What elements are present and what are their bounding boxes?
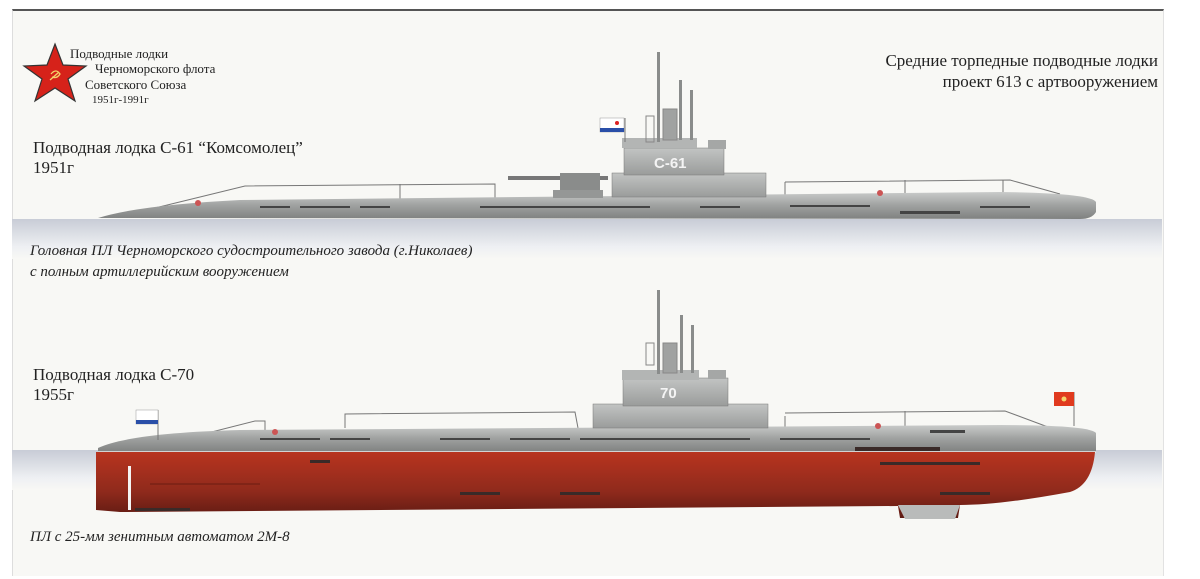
series-title-line-1: Средние торпедные подводные лодки <box>885 51 1158 70</box>
emblem-line-3: Советского Союза <box>85 77 187 92</box>
waterline-band-top <box>12 219 1162 259</box>
submarine-s61-drawing: С-61 <box>98 52 1096 219</box>
emblem-line-2: Черноморского флота <box>95 61 216 76</box>
emblem-line-4: 1951г-1991г <box>92 94 149 106</box>
boat-title-s70: Подводная лодка С-70 <box>33 365 195 384</box>
caption-s70: ПЛ с 25-мм зенитным автоматом 2М-8 <box>30 529 290 545</box>
red-star-hammer-sickle-icon <box>22 42 88 103</box>
emblem-line-1: Подводные лодки <box>70 46 169 61</box>
series-title-line-2: проект 613 с артвооружением <box>942 72 1158 91</box>
caption-s61-line-1: Головная ПЛ Черноморского судостроительн… <box>30 243 473 259</box>
caption-s61-line-2: с полным артиллерийским вооружением <box>30 264 289 280</box>
submarine-s70-drawing: 70 <box>96 290 1096 519</box>
hull-number-s70: 70 <box>660 385 677 402</box>
boat-title-s61: Подводная лодка С-61 “Комсомолец” <box>33 138 303 157</box>
boat-year-s61: 1951г <box>33 158 74 177</box>
boat-year-s70: 1955г <box>33 385 74 404</box>
hull-number-s61: С-61 <box>654 155 687 172</box>
